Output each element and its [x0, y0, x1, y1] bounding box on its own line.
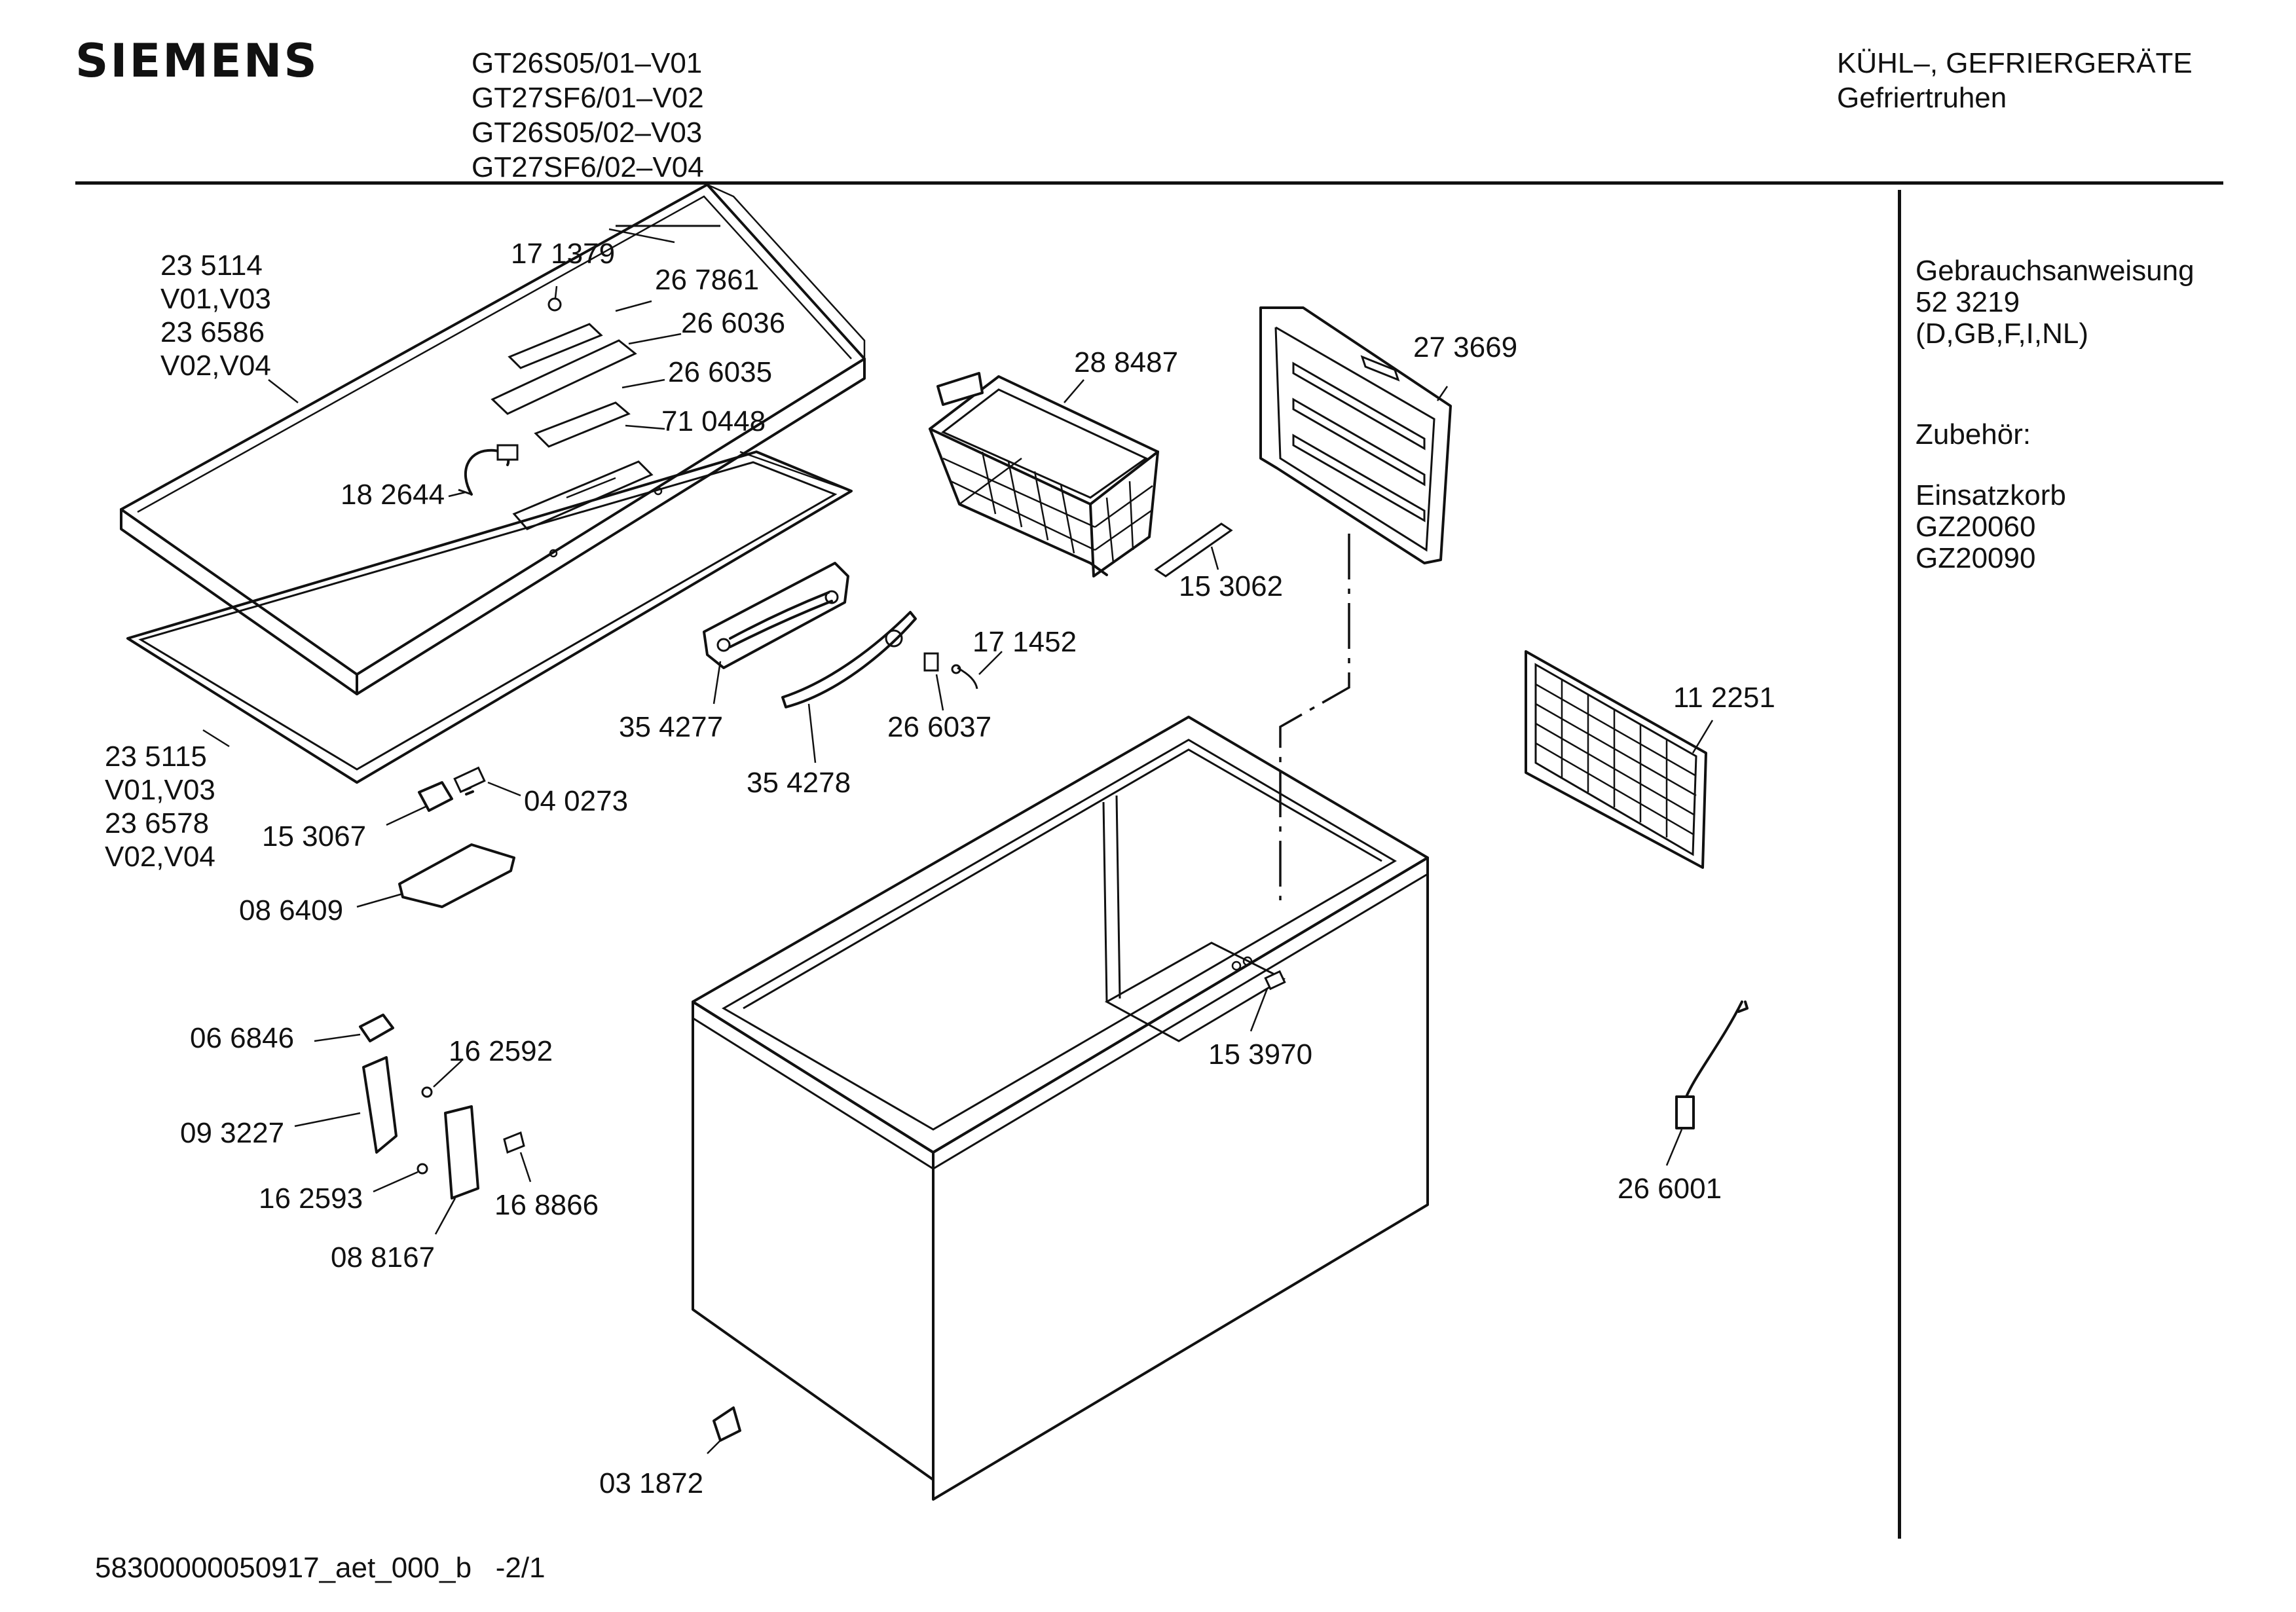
part-label: 08 6409 [239, 894, 344, 926]
sidebar-divider [1898, 190, 1901, 1539]
part-label: 06 6846 [190, 1022, 295, 1054]
part-label: 28 8487 [1074, 346, 1179, 378]
chest-body-drawing [692, 716, 1429, 1501]
header-divider [75, 181, 2223, 185]
divider-drawing [1259, 306, 1452, 564]
sidebar: Gebrauchsanweisung 52 3219 (D,GB,F,I,NL)… [1916, 255, 2194, 574]
category-title: KÜHL–, GEFRIERGERÄTE [1837, 47, 2193, 79]
part-label: 11 2251 [1673, 682, 1775, 714]
model-number: GT27SF6/01–V02 [472, 82, 704, 114]
model-list: GT26S05/01–V01 GT27SF6/01–V02 GT26S05/02… [472, 46, 704, 185]
part-label: 26 6037 [887, 711, 992, 743]
manual-languages: (D,GB,F,I,NL) [1916, 318, 2089, 350]
part-label: 15 3067 [262, 820, 367, 852]
appliance-category: KÜHL–, GEFRIERGERÄTE Gefriertruhen [1837, 46, 2193, 115]
model-number: GT26S05/01–V01 [472, 47, 703, 79]
basket-drawing [929, 372, 1233, 577]
part-label: 35 4277 [619, 711, 724, 743]
small-parts-drawing [359, 766, 741, 1442]
part-label: 18 2644 [341, 479, 445, 511]
part-label: 09 3227 [180, 1117, 285, 1149]
part-label: 27 3669 [1413, 331, 1518, 363]
part-label: 16 2592 [449, 1035, 553, 1067]
model-number: GT27SF6/02–V04 [472, 151, 704, 183]
brand-logo: SIEMENS [75, 34, 319, 88]
manual-number: 52 3219 [1916, 286, 2020, 318]
part-label: 17 1452 [972, 626, 1077, 658]
alignment-line [1279, 534, 1350, 900]
accessory-number: GZ20090 [1916, 542, 2036, 574]
part-label: 16 2593 [259, 1182, 363, 1215]
accessory-name: Einsatzkorb [1916, 479, 2066, 511]
part-label: 26 6036 [681, 307, 786, 339]
part-label: 26 6001 [1618, 1173, 1722, 1205]
accessories-title: Zubehör: [1916, 418, 2031, 450]
category-subtitle: Gefriertruhen [1837, 82, 2007, 114]
leader-lines [202, 285, 1714, 1454]
part-label: 15 3970 [1208, 1038, 1313, 1071]
part-label: 26 7861 [655, 264, 760, 296]
part-label: 17 1379 [511, 238, 616, 270]
part-label: 08 8167 [331, 1241, 435, 1273]
part-label: 16 8866 [494, 1189, 599, 1221]
part-label: 71 0448 [661, 405, 766, 437]
part-label: 15 3062 [1179, 570, 1284, 602]
part-label: 35 4278 [747, 767, 851, 799]
sensor-drawing [1675, 1000, 1749, 1129]
model-number: GT26S05/02–V03 [472, 117, 703, 149]
part-label: 03 1872 [599, 1467, 704, 1499]
accessory-number: GZ20060 [1916, 511, 2036, 543]
part-label: 04 0273 [524, 785, 629, 817]
handle-drawing [703, 562, 978, 708]
part-label: 26 6035 [668, 356, 773, 388]
manual-title: Gebrauchsanweisung [1916, 255, 2194, 287]
gasket-drawing [126, 450, 853, 784]
document-id: 58300000050917_aet_000_b -2/1 [95, 1552, 546, 1584]
grille-drawing [1525, 650, 1707, 869]
